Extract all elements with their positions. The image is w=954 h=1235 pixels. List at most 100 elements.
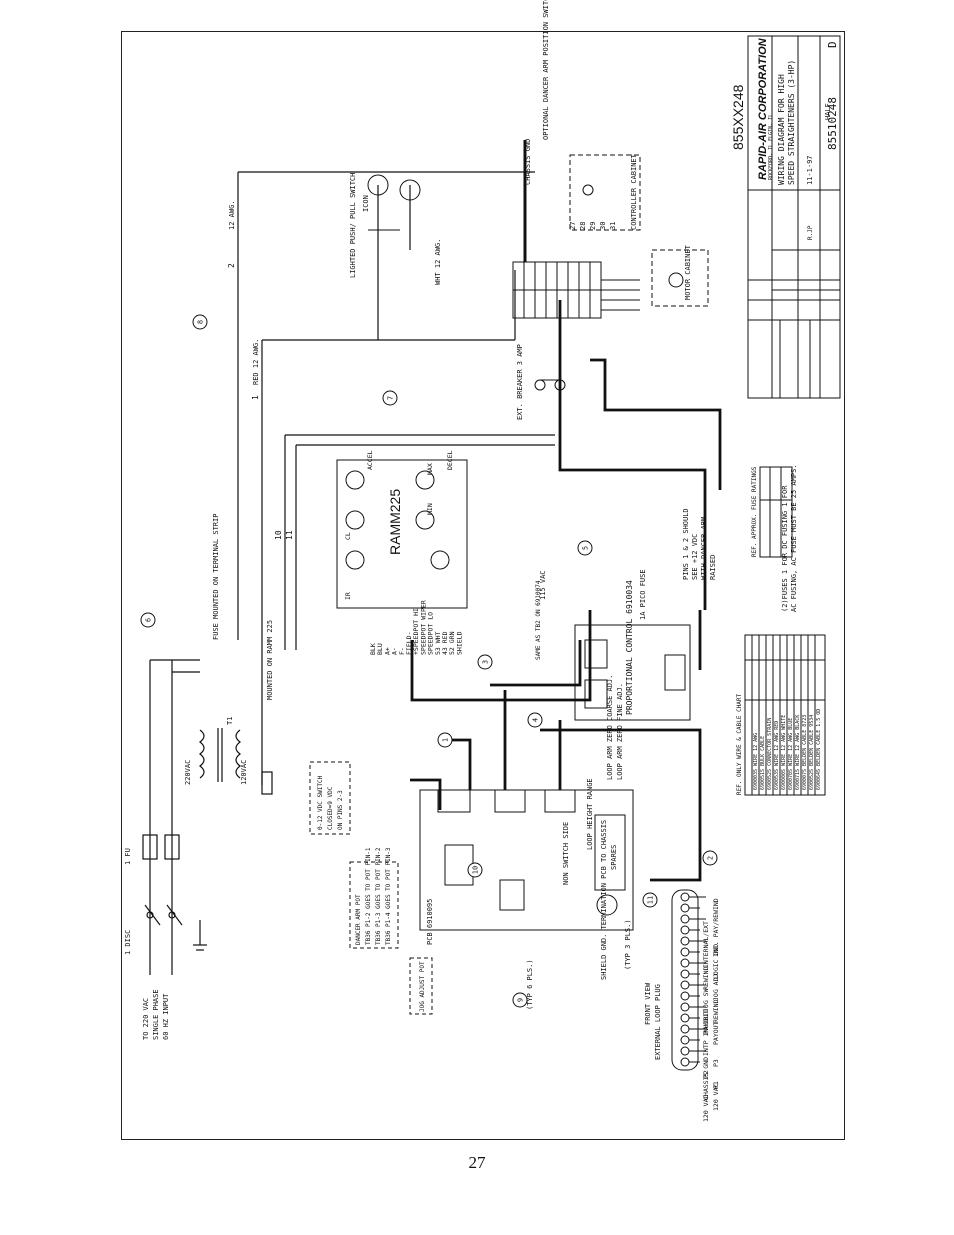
- callout-marker: 1: [437, 732, 453, 748]
- cable-chart-row: 690051S BULK CABLE: [760, 736, 766, 790]
- pico-fuse-label: 1A PICO FUSE: [639, 569, 647, 620]
- plug-pin: [680, 1035, 690, 1045]
- pins-note-4: RAISED: [709, 555, 717, 580]
- wire-number-31: 31: [609, 222, 617, 230]
- callout-markers: 1 2 3 4 5 6 7 8 9 10 11: [140, 314, 718, 1008]
- icon-label-top: ICON: [362, 195, 370, 212]
- ramm-terminal: +SPEEDPOT HI: [412, 608, 420, 655]
- ref-chart-title: REF. APPROX. FUSE RATINGS: [751, 466, 758, 557]
- callout-number: 8: [197, 320, 205, 324]
- wire-number-30: 30: [599, 222, 607, 230]
- callout-number: 3: [482, 660, 490, 664]
- chassis-gnd-label: CHASSIS GND: [524, 139, 532, 185]
- controller-cabinet: [569, 154, 641, 231]
- plug-pin: [680, 980, 690, 990]
- connector-caption-1: FRONT VIEW: [644, 982, 652, 1025]
- plug-pin: [680, 991, 690, 1001]
- controller-cabinet-label: CONTROLLER CABINET: [630, 153, 638, 230]
- wire-number-27: 27: [569, 222, 577, 230]
- cable-chart-row: 690052S BELDEN CABLE 9534: [809, 715, 815, 790]
- callout-number: 11: [647, 896, 655, 904]
- plug-pin-label: CHASSIS GND: [702, 1057, 710, 1100]
- motor-cabinet: [651, 249, 709, 307]
- dancer-switch-label: OPTIONAL DANCER ARM POSITION SWITCH 6910…: [542, 0, 550, 140]
- title-block: 855XX248 RAPID-AIR CORPORATION ROCKFORD,…: [730, 35, 841, 399]
- plug-pin: [680, 1046, 690, 1056]
- drawing-number: 85510248: [826, 97, 839, 150]
- revision-letter: D: [826, 41, 839, 48]
- ext-breaker-label: EXT. BREAKER 3 AMP: [516, 344, 524, 420]
- plug-pin-label: INTERNAL/EXT: [702, 921, 710, 968]
- proportional-control-label: PROPORTIONAL CONTROL 6910034: [625, 580, 634, 715]
- switch-note-3: ON PINS 2-3: [337, 790, 344, 830]
- callout-number: 4: [532, 718, 540, 722]
- disconnect-label: 1 DISC: [124, 930, 132, 955]
- callout-marker: 3: [477, 654, 493, 670]
- cable-chart-row: 690052S CONNECTOR STRAIN: [767, 718, 773, 790]
- wire-number-10: 10: [274, 530, 283, 540]
- fuse-note-1: (2)FUSES 1 FOR DC FUSING 1 FOR: [781, 485, 789, 612]
- plug-pin: [680, 903, 690, 913]
- drawing-scale: HALF: [824, 103, 832, 120]
- callout-marker: 7: [382, 390, 398, 406]
- pins-note-3: WITH DANCER ARM: [700, 517, 708, 580]
- callout-marker: 6: [140, 612, 156, 628]
- callout-marker: 9: [512, 992, 528, 1008]
- lighted-push-pull-switch: [367, 174, 421, 270]
- title-line-2: SPEED STRAIGHTENERS (3-HP): [787, 60, 796, 185]
- wire-number-2: 2: [227, 263, 236, 268]
- wire-number-29: 29: [589, 222, 597, 230]
- callout-marker: 2: [702, 850, 718, 866]
- ramm-terminal: 52 GRN: [448, 631, 456, 655]
- transformer-name: T1: [226, 717, 234, 725]
- plug-pin: [680, 1057, 690, 1067]
- mounted-on-ramm-note: MOUNTED ON RAMM 225: [266, 620, 274, 700]
- ramm-terminal: A+: [383, 647, 391, 655]
- input-power-2: SINGLE PHASE: [152, 989, 160, 1040]
- plug-pin-label: PAYOUT: [712, 1021, 720, 1045]
- ramm-pot-label: DECEL: [446, 450, 454, 470]
- cable-chart-row: 690071S WIRE 12 AWG BLACK: [795, 715, 801, 790]
- cable-chart-row: 690070S WIRE 12 AWG BLUE: [788, 718, 794, 790]
- vac-115-label: 115 VAC: [539, 570, 547, 600]
- plug-pin: [680, 947, 690, 957]
- cable-chart-title: REF. ONLY WIRE & CABLE CHART: [736, 693, 743, 795]
- plug-pin: [680, 958, 690, 968]
- lighted-switch-label: LIGHTED PUSH/ PULL SWITCH: [349, 173, 357, 278]
- plug-pin: [680, 892, 690, 902]
- proportional-control-board: [574, 624, 691, 721]
- pins-note-1: PINS 1 & 2 SHOULD: [682, 508, 690, 580]
- company-address: ROCKFORD, IL ELGIN, IL: [768, 114, 774, 180]
- drawing-frame: [121, 31, 845, 1140]
- plug-pin: [680, 925, 690, 935]
- ramm-pot-label: MIN: [426, 503, 434, 515]
- coarse-adj-label: LOOP ARM ZERO COARSE ADJ.: [606, 675, 614, 780]
- cable-chart-row: 690053S WIRE 12 AWG RED: [774, 721, 780, 790]
- callout-marker: 10: [467, 862, 483, 878]
- ramm-pot-label: IR: [344, 592, 352, 600]
- ramm-pot-label: ACCEL: [366, 450, 374, 470]
- plug-pin-label: JOG SW: [702, 988, 710, 1012]
- transformer-t1: [199, 728, 273, 795]
- plug-pin-label: 120 VAC: [702, 1095, 710, 1122]
- plug-pin-label: REWIND: [702, 966, 710, 990]
- callout-marker: 8: [192, 314, 208, 330]
- plug-pin: [680, 1024, 690, 1034]
- same-as-tb2-label: SAME AS TB2 ON 6910074: [535, 580, 542, 660]
- callout-marker: 4: [527, 712, 543, 728]
- cable-bundles: [410, 300, 722, 882]
- callout-number: 1: [442, 738, 450, 742]
- title-line-1: WIRING DIAGRAM FOR HIGH: [777, 74, 786, 185]
- terminal-strip-top: [512, 261, 640, 319]
- motor-cabinet-label: MOTOR CABINET: [684, 244, 692, 300]
- plug-pin-label: PAYOUT: [702, 1010, 710, 1034]
- plug-pin-label: LOGIC GND: [712, 944, 720, 979]
- ramm225-board: [336, 459, 468, 609]
- fuse-note-2: AC FUSING, AC FUSE MUST BE 25 AMPS.: [790, 464, 798, 612]
- dancer-pot-4: TB36 P1-4 GOES TO POT PIN-3: [385, 847, 392, 945]
- dancer-pot-3: TB36 P1-3 GOES TO POT PIN-2: [375, 847, 382, 945]
- callout-marker: 5: [577, 540, 593, 556]
- cable-chart-row: 690064S BELDEN CABLE 1.5 OD: [816, 709, 822, 790]
